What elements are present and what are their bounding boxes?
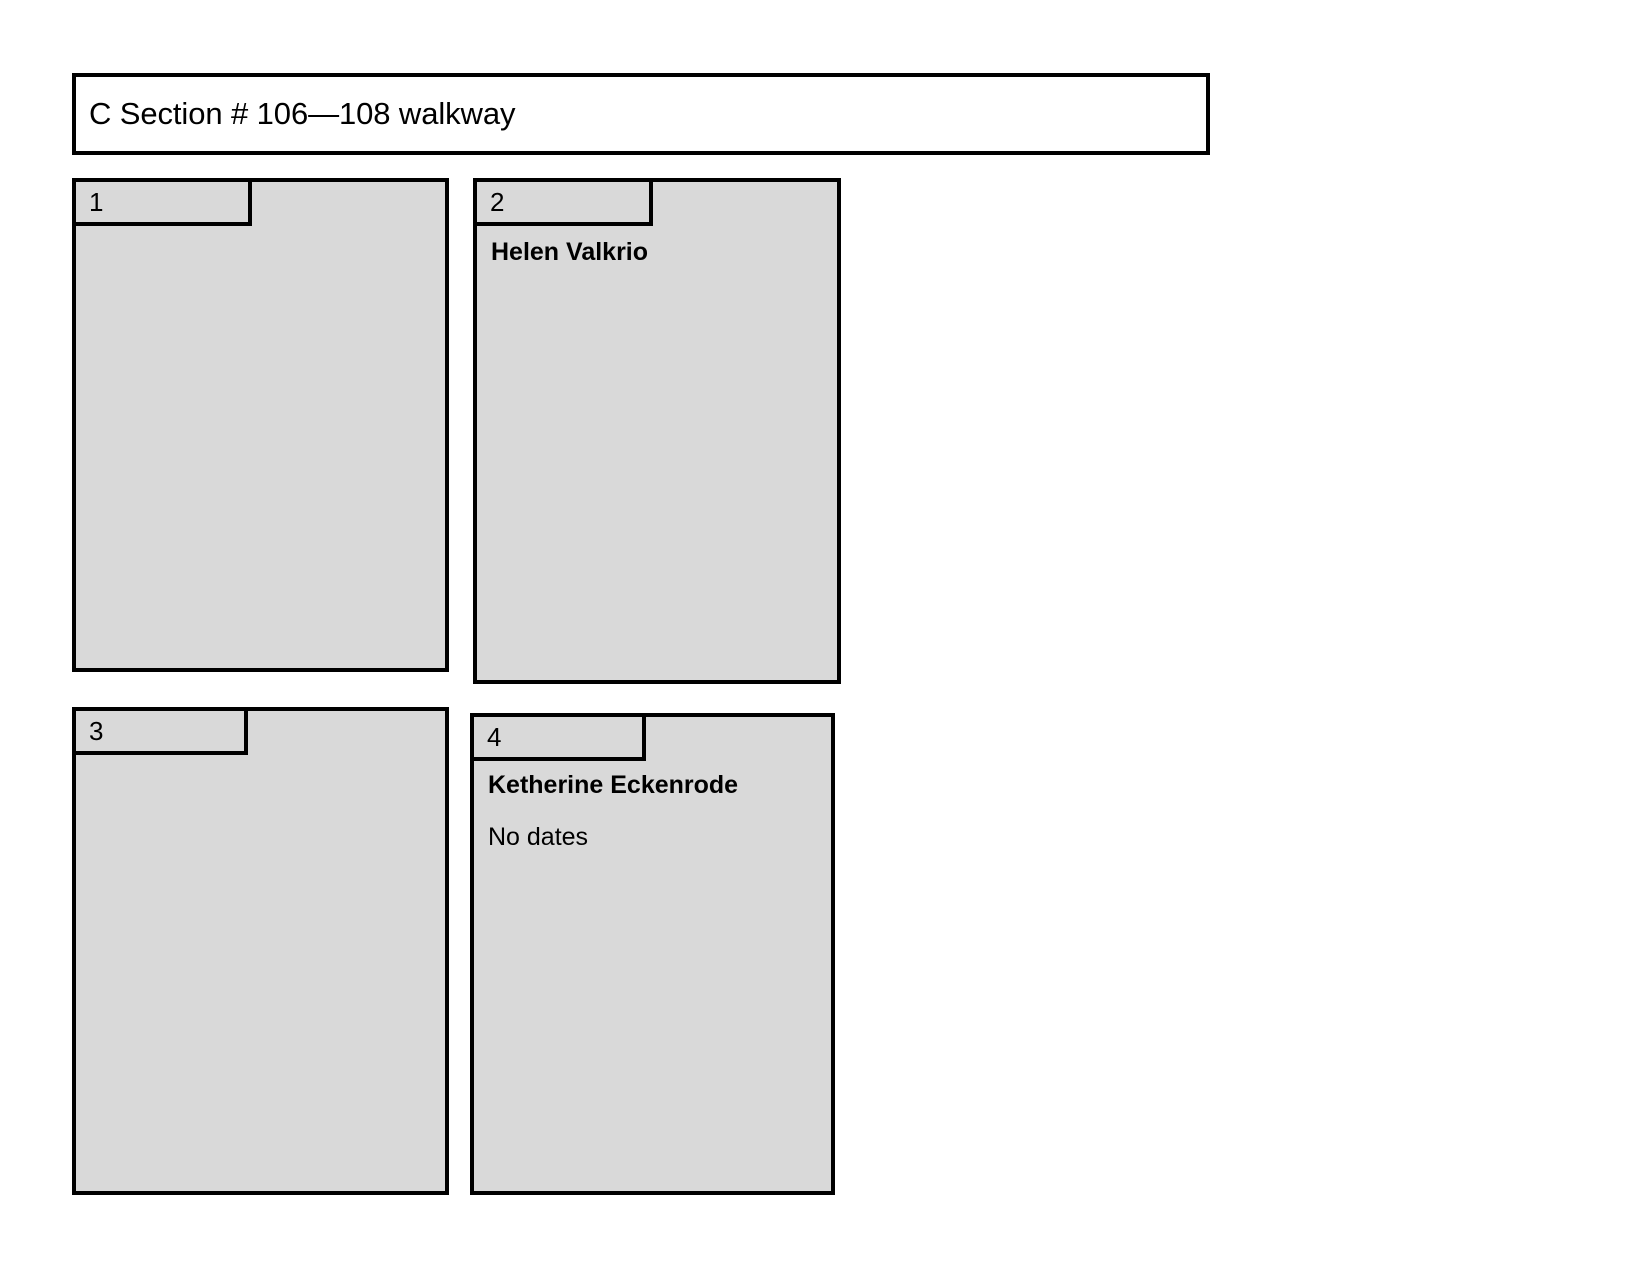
plot-occupant-name: Helen Valkrio bbox=[491, 238, 649, 266]
plot-number-label: 4 bbox=[487, 722, 502, 752]
plot-number-box: 4 bbox=[470, 713, 646, 761]
section-title-bar: C Section # 106—108 walkway bbox=[72, 73, 1210, 155]
plot-card-2[interactable]: 2 Helen Valkrio bbox=[473, 178, 841, 684]
plot-number-label: 3 bbox=[89, 716, 104, 746]
plot-card-1[interactable]: 1 bbox=[72, 178, 449, 672]
plot-card-4[interactable]: 4 Ketherine Eckenrode No dates bbox=[470, 713, 835, 1195]
plot-number-label: 2 bbox=[490, 187, 505, 217]
plot-number-box: 3 bbox=[72, 707, 248, 755]
plot-number-label: 1 bbox=[89, 187, 104, 217]
plot-body: Ketherine Eckenrode No dates bbox=[474, 771, 831, 852]
page-title: C Section # 106—108 walkway bbox=[89, 95, 516, 131]
plot-occupant-name: Ketherine Eckenrode bbox=[488, 771, 739, 799]
plot-body: Helen Valkrio bbox=[477, 238, 837, 267]
plot-number-box: 2 bbox=[473, 178, 653, 226]
plot-card-3[interactable]: 3 bbox=[72, 707, 449, 1195]
plot-date-note: No dates bbox=[488, 822, 589, 851]
plot-number-box: 1 bbox=[72, 178, 252, 226]
